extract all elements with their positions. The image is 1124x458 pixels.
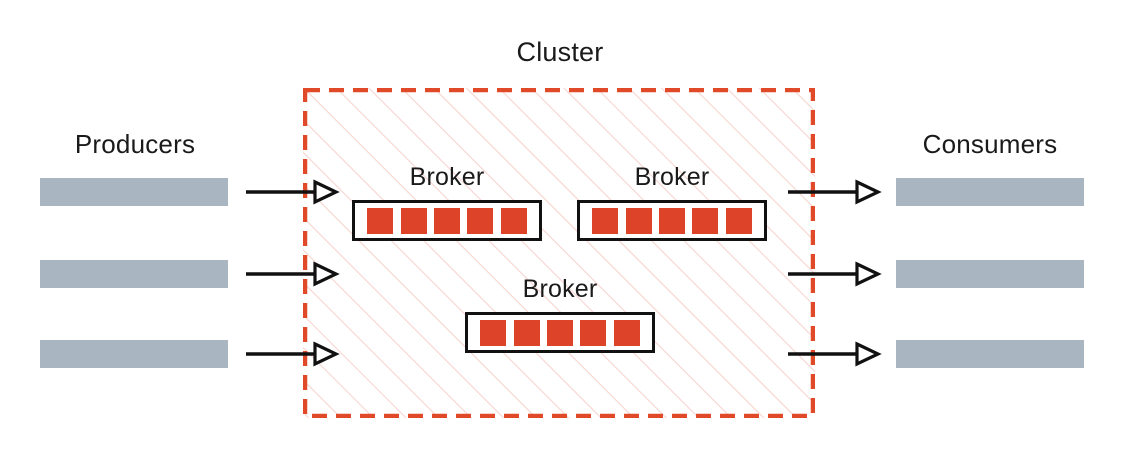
consumer-node-1[interactable] — [896, 178, 1084, 206]
partition-cell — [500, 207, 527, 234]
partition-cell — [613, 319, 640, 346]
broker-2-label: Broker — [634, 163, 710, 191]
partition-cell — [513, 319, 540, 346]
consumer-node-2[interactable] — [896, 260, 1084, 288]
partition-cell — [658, 207, 685, 234]
partition-cell — [433, 207, 460, 234]
consumer-node-3[interactable] — [896, 340, 1084, 368]
broker-2-box[interactable] — [577, 200, 767, 241]
arrow-cluster-to-consumer-3 — [788, 341, 882, 367]
broker-1-label: Broker — [409, 163, 485, 191]
producer-node-3[interactable] — [40, 340, 228, 368]
producer-node-1[interactable] — [40, 178, 228, 206]
consumers-label: Consumers — [922, 129, 1058, 159]
arrow-producer-3-to-cluster — [246, 341, 340, 367]
arrow-cluster-to-consumer-1 — [788, 179, 882, 205]
partition-cell — [480, 319, 507, 346]
arrow-producer-1-to-cluster — [246, 179, 340, 205]
cluster-hatch-pattern — [303, 88, 815, 418]
partition-cell — [467, 207, 494, 234]
broker-3-box[interactable] — [465, 312, 655, 353]
partition-cell — [625, 207, 652, 234]
partition-cell — [546, 319, 573, 346]
arrow-cluster-to-consumer-2 — [788, 261, 882, 287]
partition-cell — [725, 207, 752, 234]
partition-cell — [592, 207, 619, 234]
partition-cell — [400, 207, 427, 234]
partition-cell — [580, 319, 607, 346]
broker-3-label: Broker — [522, 275, 598, 303]
cluster-boundary — [303, 88, 815, 418]
cluster-title: Cluster — [516, 37, 604, 67]
partition-cell — [367, 207, 394, 234]
producer-node-2[interactable] — [40, 260, 228, 288]
producers-label: Producers — [74, 129, 196, 159]
broker-1-box[interactable] — [352, 200, 542, 241]
cluster-dashed-border — [303, 88, 815, 418]
partition-cell — [692, 207, 719, 234]
arrow-producer-2-to-cluster — [246, 261, 340, 287]
